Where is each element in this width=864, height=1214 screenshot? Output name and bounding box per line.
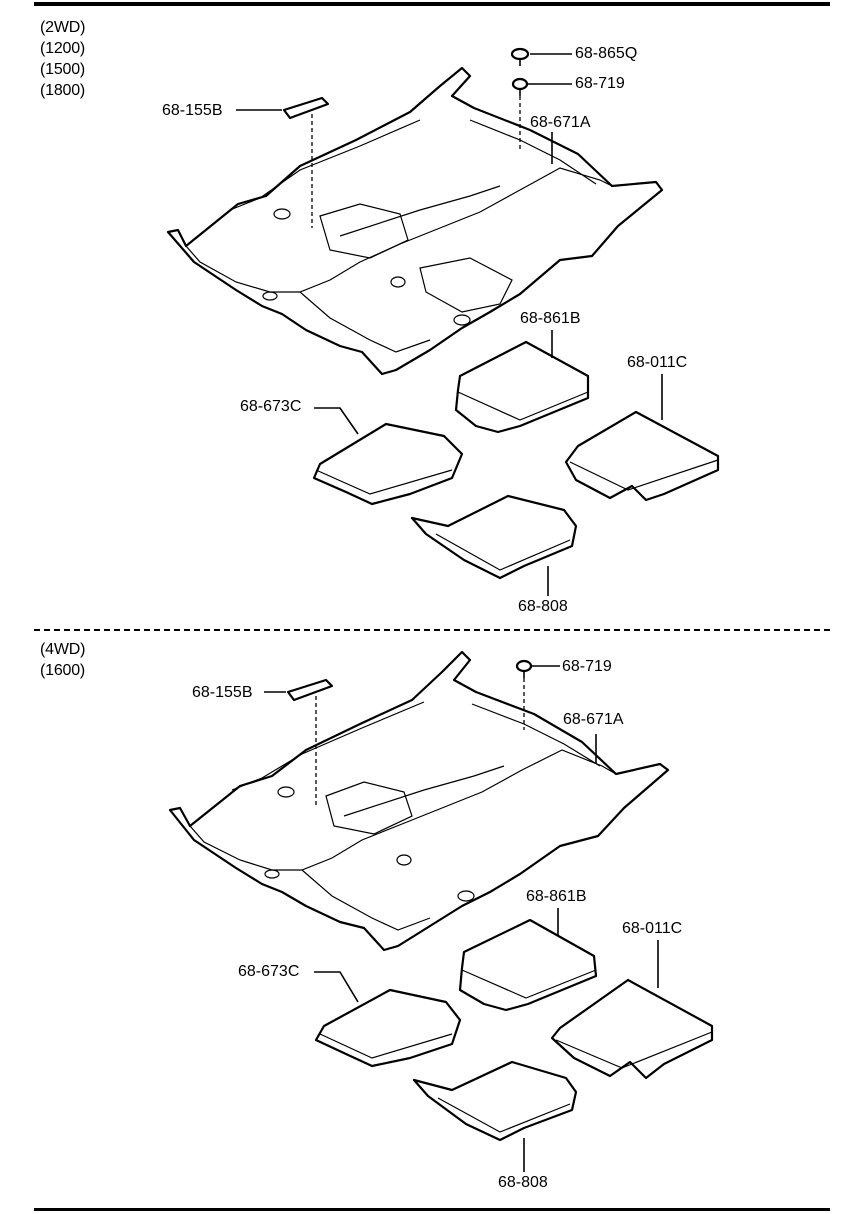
condition-list-4wd: (4WD) (1600) [40, 639, 85, 681]
clip-drawing [286, 678, 334, 806]
top-border [34, 2, 830, 6]
exploded-view-2wd [166, 47, 720, 596]
mat-front-left-drawing [314, 988, 462, 1068]
part-number-label: 68-155B [192, 684, 253, 701]
part-number-label: 68-861B [526, 888, 587, 905]
condition-engine: (1200) [40, 40, 86, 57]
mat-rear-left-drawing [458, 918, 598, 1012]
part-number-label: 68-673C [238, 963, 300, 980]
part-number-label: 68-808 [518, 598, 568, 615]
condition-drive: (2WD) [40, 19, 86, 36]
part-number-label: 68-808 [498, 1174, 548, 1191]
part-number-label: 68-011C [622, 920, 683, 937]
mat-rear-right-drawing [550, 978, 714, 1080]
plug-drawing [510, 47, 530, 66]
fastener-drawing [511, 77, 529, 150]
part-number-label: 68-671A [530, 114, 591, 131]
exploded-view-4wd [168, 650, 714, 1172]
part-number-label: 68-011C [627, 354, 688, 371]
condition-engine: (1800) [40, 82, 86, 99]
mat-front-right-drawing [412, 1060, 578, 1142]
condition-drive: (4WD) [40, 641, 86, 658]
part-number-label: 68-861B [520, 310, 581, 327]
part-number-label: 68-719 [562, 658, 612, 675]
condition-engine: (1600) [40, 662, 86, 679]
clip-drawing [282, 96, 330, 228]
floor-carpet-drawing [166, 66, 664, 376]
part-number-label: 68-155B [162, 102, 223, 119]
part-number-label: 68-673C [240, 398, 302, 415]
mat-front-right-drawing [410, 494, 578, 580]
condition-engine: (1500) [40, 61, 86, 78]
condition-list-2wd: (2WD) (1200) (1500) (1800) [40, 17, 85, 101]
mat-front-left-drawing [312, 422, 464, 506]
fastener-drawing [515, 659, 533, 730]
mat-rear-left-drawing [454, 340, 590, 434]
floor-carpet-drawing [168, 650, 670, 952]
bottom-border [34, 1208, 830, 1211]
section-divider [34, 629, 830, 631]
mat-rear-right-drawing [564, 410, 720, 502]
part-number-label: 68-719 [575, 75, 625, 92]
part-number-label: 68-671A [563, 711, 624, 728]
part-number-label: 68-865Q [575, 45, 638, 62]
